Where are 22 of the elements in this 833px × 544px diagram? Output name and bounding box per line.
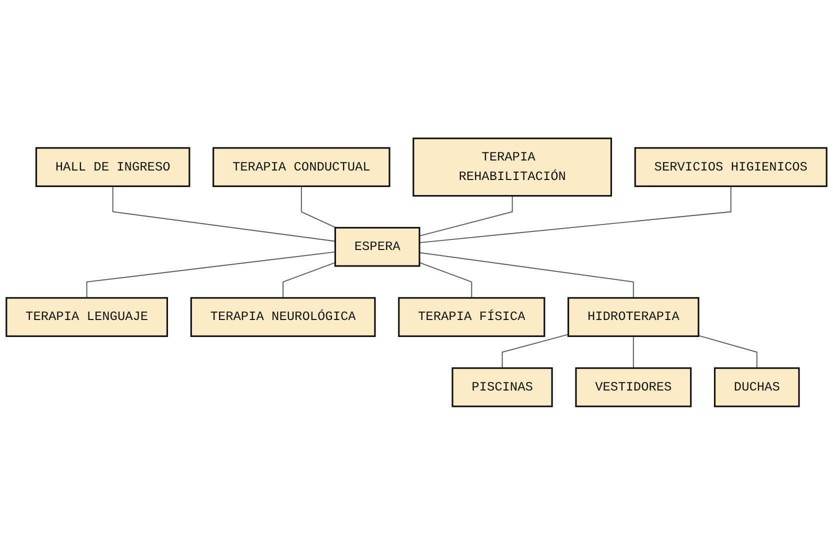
connector [418, 194, 513, 236]
connector [418, 262, 472, 298]
node-box: TERAPIA NEUROLÓGICA [190, 296, 376, 337]
node-box: HALL DE INGRESO [35, 146, 190, 187]
node-box: DUCHAS [714, 366, 800, 407]
node-box: TERAPIA FÍSICA [398, 296, 546, 337]
connector [698, 334, 758, 368]
node-box: TERAPIA CONDUCTUAL [212, 146, 390, 187]
connector [282, 262, 336, 298]
connector [502, 334, 569, 368]
connector [632, 335, 634, 368]
node-box: HIDROTERAPIA [568, 296, 700, 337]
connector [86, 251, 336, 298]
node-box: VESTIDORES [575, 366, 692, 407]
connector [418, 252, 634, 298]
node-box: PISCINAS [452, 366, 553, 407]
node-box: SERVICIOS HIGIENICOS [634, 146, 828, 187]
node-box: ESPERA [334, 226, 420, 266]
node-box: TERAPIA REHABILITACIÓN [412, 137, 612, 196]
connector [418, 185, 732, 243]
connector [112, 185, 336, 242]
node-box: TERAPIA LENGUAJE [6, 296, 168, 337]
